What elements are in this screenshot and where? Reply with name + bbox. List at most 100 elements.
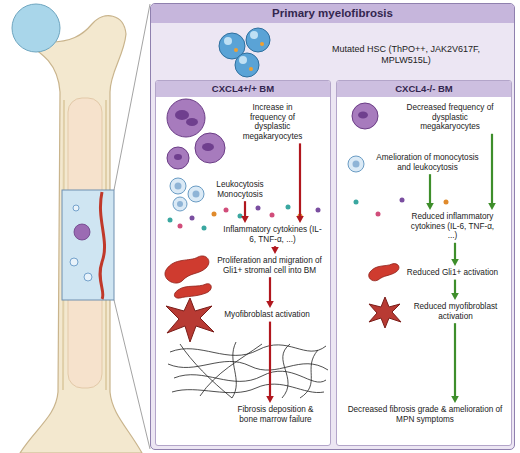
cytokine xyxy=(400,198,405,203)
blood-cell xyxy=(84,273,92,281)
cytokine xyxy=(354,200,359,205)
step-text: Decreased frequency of dysplastic megaka… xyxy=(405,103,495,132)
cell-highlight xyxy=(250,31,258,39)
stromal-cell xyxy=(174,284,211,298)
cytokine xyxy=(212,212,217,217)
arrow-head xyxy=(488,203,496,210)
cytokine xyxy=(376,212,381,217)
myofibroblast xyxy=(166,298,214,342)
cell-highlight xyxy=(224,37,232,45)
nucleus xyxy=(353,161,360,168)
femoral-head xyxy=(12,4,60,52)
step-text: Inflammatory cytokines (IL-6, TNF-α, ...… xyxy=(220,225,325,244)
flow-arrow xyxy=(266,322,274,403)
fibrosis-fiber xyxy=(172,384,324,393)
panel-title: Primary myelofibrosis xyxy=(151,4,514,23)
zoom-line xyxy=(114,300,150,449)
mutation-mark xyxy=(249,67,253,71)
step-text: Decreased fibrosis grade & amelioration … xyxy=(345,405,505,424)
step-text: Myofibroblast activation xyxy=(212,310,322,320)
mutation-mark xyxy=(234,48,238,52)
arrow-head xyxy=(266,396,274,403)
flow-arrow xyxy=(266,277,274,308)
stromal-cell xyxy=(165,256,209,283)
leukocyte xyxy=(348,156,364,172)
fibrosis-fiber xyxy=(200,344,262,396)
step: Reduced Gli1+ activation xyxy=(400,268,505,278)
arrow-shaft xyxy=(491,134,493,204)
arrow-head xyxy=(426,203,434,210)
blood-vessel xyxy=(100,192,105,299)
flow-arrow xyxy=(488,134,496,210)
cytokine xyxy=(178,224,183,229)
cytokine xyxy=(298,214,303,219)
megakaryocyte xyxy=(195,133,225,163)
step: Fibrosis deposition & bone marrow failur… xyxy=(228,405,323,424)
nucleus xyxy=(174,154,182,160)
arrow-head xyxy=(241,216,249,223)
fibrosis-fiber xyxy=(300,350,318,398)
nucleus xyxy=(186,118,198,126)
megakaryocyte xyxy=(167,99,205,137)
flow-arrow xyxy=(296,143,304,223)
flow-arrow xyxy=(451,243,459,266)
fibrosis-fiber xyxy=(168,361,328,370)
step: Increase in frequency of dysplastic mega… xyxy=(235,103,310,141)
megakaryocyte xyxy=(352,103,378,129)
cytokine xyxy=(168,218,173,223)
flow-arrow xyxy=(271,246,279,254)
blood-cell xyxy=(70,258,78,266)
arrow-head xyxy=(451,396,459,403)
fibrosis-fiber xyxy=(180,344,232,398)
flow-arrow xyxy=(241,201,249,223)
fibrosis-fiber xyxy=(282,344,290,398)
arrow-shaft xyxy=(454,323,456,397)
step: Inflammatory cytokines (IL-6, TNF-α, ...… xyxy=(220,225,325,244)
step-text: Proliferation and migration of Gli1+ str… xyxy=(212,256,327,275)
marrow-cavity xyxy=(68,98,102,388)
arrow-shaft xyxy=(429,174,431,204)
arrow-head xyxy=(266,301,274,308)
cell-highlight xyxy=(239,56,247,64)
nucleus xyxy=(193,191,200,198)
main-panel: Primary myelofibrosisMutated HSC (ThPO++… xyxy=(150,3,515,450)
bone-shading xyxy=(63,100,106,390)
stromal-cell xyxy=(369,264,399,281)
cytokine xyxy=(316,208,321,213)
cytokine xyxy=(270,213,275,218)
fibrosis-fiber xyxy=(170,345,326,356)
nucleus xyxy=(175,110,189,120)
arrow-shaft xyxy=(269,322,271,397)
step: Reduced inflammatory cytokines (IL-6, TN… xyxy=(405,212,500,241)
arrow-shaft xyxy=(274,246,276,248)
arrow-head xyxy=(271,247,279,254)
step: Amelioration of monocytosis and leukocyt… xyxy=(370,153,485,172)
zoom-line xyxy=(114,4,150,190)
arrow-shaft xyxy=(244,201,246,217)
cytokine xyxy=(238,214,243,219)
step: Decreased frequency of dysplastic megaka… xyxy=(405,103,495,132)
leukocyte xyxy=(188,186,204,202)
megakaryocyte xyxy=(167,147,189,169)
step-text: Increase in frequency of dysplastic mega… xyxy=(235,103,310,141)
step-text: Leukocytosis Monocytosis xyxy=(210,180,270,199)
leukocyte xyxy=(170,178,186,194)
fibrosis-fiber xyxy=(232,342,236,398)
knockout-panel: CXCL4-/- BMDecreased frequency of dyspla… xyxy=(336,80,512,446)
step: Proliferation and migration of Gli1+ str… xyxy=(212,256,327,275)
arrow-shaft xyxy=(299,143,301,217)
fibrosis-fiber xyxy=(174,371,326,382)
cytokine xyxy=(444,200,449,205)
step-text: Reduced inflammatory cytokines (IL-6, TN… xyxy=(405,212,500,241)
cytokine xyxy=(256,206,261,211)
step-text: Reduced Gli1+ activation xyxy=(400,268,505,278)
step-text: Amelioration of monocytosis and leukocyt… xyxy=(370,153,485,172)
nucleus xyxy=(175,183,182,190)
arrow-head xyxy=(451,259,459,266)
zoom-window xyxy=(62,190,114,300)
flow-arrow xyxy=(451,323,459,403)
flow-arrow xyxy=(451,280,459,300)
